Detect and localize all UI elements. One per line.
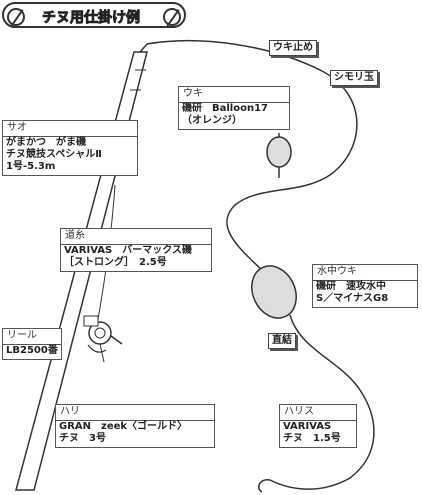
suichu-uki-box-line-1: 磯研 速攻水中 bbox=[316, 281, 386, 292]
harisu-box-line-2: チヌ 1.5号 bbox=[283, 433, 341, 444]
hook bbox=[258, 479, 271, 493]
reel-box-line-1: LB2500番 bbox=[6, 345, 58, 356]
suichu-uki-box: 水中ウキ 磯研 速攻水中 S／マイナスG8 bbox=[312, 264, 418, 308]
sao-box-caption: サオ bbox=[7, 122, 27, 133]
uki-box-caption: ウキ bbox=[183, 88, 203, 99]
hari-box-line-2: チヌ 3号 bbox=[59, 433, 106, 444]
uki-dome-label: ウキ止め bbox=[269, 40, 317, 56]
title-left-ball-icon bbox=[7, 8, 25, 26]
main-line bbox=[146, 40, 358, 271]
michiito-box-line-2: ［ストロング］ 2.5号 bbox=[64, 257, 167, 268]
sao-box-line-1: がまかつ がま磯 bbox=[6, 137, 86, 148]
hari-box-line-1: GRAN zeek〈ゴールド〉 bbox=[59, 421, 188, 432]
shimori-dama-label: シモリ玉 bbox=[330, 70, 378, 86]
michiito-box-line-1: VARIVAS バーマックス磯 bbox=[64, 245, 192, 256]
uki-box: ウキ 磯研 Balloon17 （オレンジ） bbox=[178, 86, 290, 130]
chokketsu-label: 直結 bbox=[268, 333, 296, 349]
hari-box-caption: ハリ bbox=[60, 406, 80, 417]
leader-line bbox=[269, 314, 375, 490]
suichu-uki-box-line-2: S／マイナスG8 bbox=[316, 293, 389, 304]
title-pill: チヌ用仕掛け例 bbox=[2, 2, 186, 28]
suichu-uki-box-caption: 水中ウキ bbox=[317, 266, 357, 277]
michiito-box-caption: 道糸 bbox=[65, 230, 85, 241]
harisu-box-caption: ハリス bbox=[284, 406, 314, 417]
harisu-box-line-1: VARIVAS bbox=[283, 421, 332, 432]
uki-box-line-2: （オレンジ） bbox=[182, 115, 242, 126]
suichu-uki-float bbox=[251, 265, 297, 319]
uki-box-line-1: 磯研 Balloon17 bbox=[182, 103, 269, 114]
michiito-box: 道糸 VARIVAS バーマックス磯 ［ストロング］ 2.5号 bbox=[60, 228, 212, 272]
page-title: チヌ用仕掛け例 bbox=[42, 10, 141, 27]
title-right-ball-icon bbox=[163, 8, 181, 26]
reel-box: リール LB2500番 bbox=[2, 328, 62, 360]
harisu-box: ハリス VARIVAS チヌ 1.5号 bbox=[279, 404, 357, 448]
sao-box: サオ がまかつ がま磯 チヌ競技スペシャルⅡ 1号-5.3m bbox=[2, 120, 138, 176]
uki-float bbox=[266, 133, 292, 178]
sao-box-line-3: 1号-5.3m bbox=[6, 161, 56, 172]
rod-tip bbox=[139, 43, 148, 53]
hari-box: ハリ GRAN zeek〈ゴールド〉 チヌ 3号 bbox=[55, 404, 215, 448]
sao-box-line-2: チヌ競技スペシャルⅡ bbox=[6, 149, 102, 160]
reel-box-caption: リール bbox=[7, 330, 37, 341]
reel bbox=[83, 315, 123, 363]
